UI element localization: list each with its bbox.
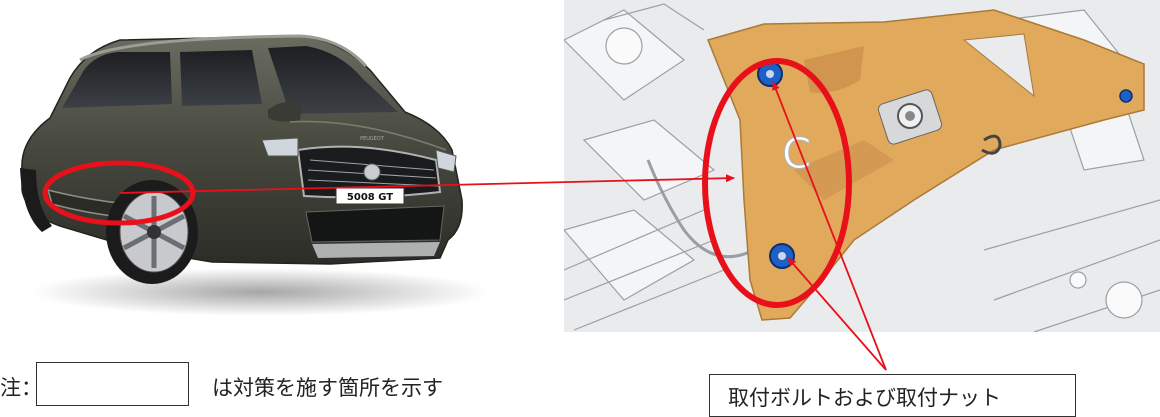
position-marker-c: C [782,129,811,178]
underbody-drawing: C [564,0,1160,332]
hood-lettering: PEUGEOT [360,136,385,142]
legend-text: は対策を施す箇所を示す [212,376,443,400]
hook [981,134,1002,155]
roof-rail [79,34,368,68]
brand-logo [363,163,381,181]
side-window [180,50,262,106]
fastener-bottom [769,243,795,269]
left-headlight [261,137,299,157]
legend-sample-box [36,362,189,406]
fastener-top [757,61,783,87]
vehicle-illustration: PEUGEOT 5008 GT [0,0,500,340]
fastener-right [1119,89,1133,103]
legend: 注： は対策を施す箇所を示す [0,362,560,410]
skid-plate [312,242,440,258]
ground-shadow [30,268,490,316]
side-mirror [268,102,302,122]
lower-intake [305,205,445,243]
vehicle-drawing: PEUGEOT 5008 GT [20,34,490,316]
right-headlight [435,149,457,173]
plate-text: 5008 GT [347,192,393,203]
front-wheel [106,180,198,284]
rear-window [62,52,172,108]
callout-label-box: 取付ボルトおよび取付ナット [709,374,1076,417]
part-detail-illustration: C [564,0,1160,332]
callout-text: 取付ボルトおよび取付ナット [728,386,1001,410]
bracket-cutout [962,33,1035,98]
windshield [268,46,398,114]
legend-prefix: 注： [0,376,42,400]
